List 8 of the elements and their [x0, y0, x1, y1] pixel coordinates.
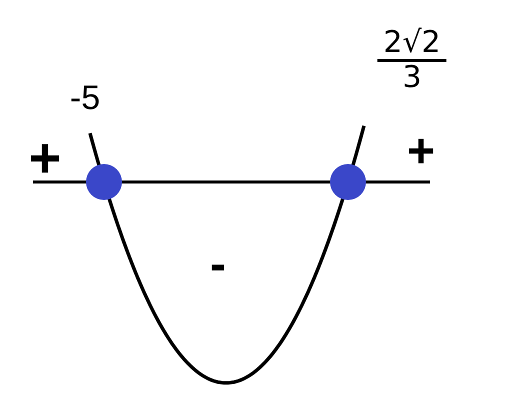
sign-label: -: [210, 241, 226, 289]
numerator: 2√2: [382, 27, 442, 58]
sign-label: +: [406, 128, 436, 176]
root-point: [330, 164, 366, 200]
root-point: [86, 164, 122, 200]
sign-label: +: [28, 130, 62, 186]
root-value: -5: [70, 81, 100, 115]
denominator: 3: [401, 62, 423, 93]
